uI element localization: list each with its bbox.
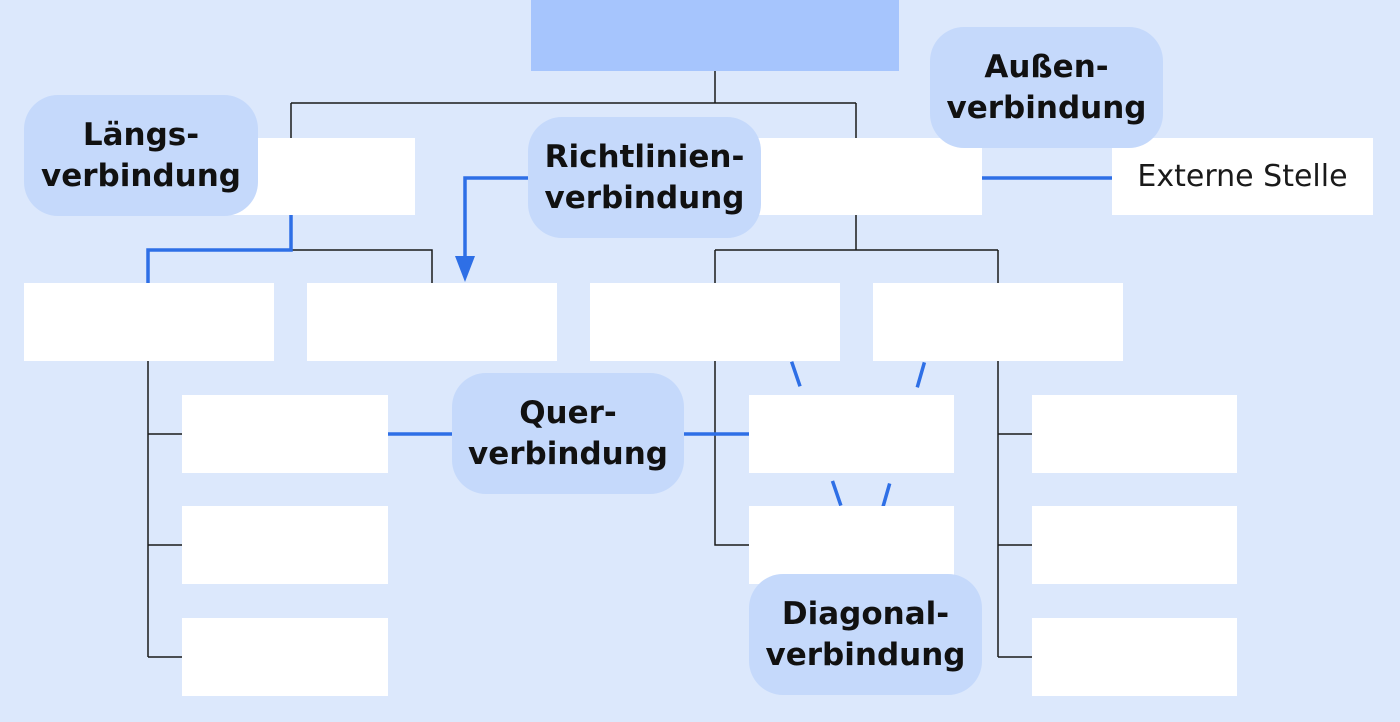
diagonal-label-line1: Diagonal- bbox=[781, 595, 950, 632]
line-branch-right bbox=[997, 361, 1032, 658]
line-branch-middle bbox=[714, 361, 749, 546]
top-management-box bbox=[531, 0, 899, 71]
line-level2-right-to-level3 bbox=[714, 215, 999, 283]
diagonal-label: Diagonal- verbindung bbox=[749, 574, 982, 695]
level4-left-box-2 bbox=[182, 506, 388, 584]
richtlinien-label-line2: verbindung bbox=[544, 179, 745, 216]
line-branch-left bbox=[147, 361, 182, 658]
aussen-label-line2: verbindung bbox=[946, 89, 1147, 126]
level4-right-box-1 bbox=[1032, 395, 1237, 473]
level4-middle-box-1 bbox=[749, 395, 954, 473]
richtlinien-connection-line bbox=[463, 176, 528, 262]
level4-middle-box-2 bbox=[749, 506, 954, 584]
level4-right-box-3 bbox=[1032, 618, 1237, 696]
line-top-to-level2 bbox=[290, 71, 857, 140]
level3-box-2 bbox=[307, 283, 557, 361]
quer-label-line2: verbindung bbox=[468, 435, 668, 472]
line-level2-left-to-level3 bbox=[290, 215, 433, 283]
diagonal-label-line2: verbindung bbox=[765, 636, 966, 673]
aussen-label-line1: Außen- bbox=[984, 48, 1109, 85]
richtlinien-label: Richtlinien- verbindung bbox=[528, 117, 761, 238]
quer-label-line1: Quer- bbox=[519, 394, 617, 431]
level4-left-box-3 bbox=[182, 618, 388, 696]
laengs-label-line1: Längs- bbox=[82, 116, 200, 153]
laengs-connection-line bbox=[146, 215, 293, 283]
level4-left-box-1 bbox=[182, 395, 388, 473]
laengs-label: Längs- verbindung bbox=[24, 95, 258, 216]
aussen-label: Außen- verbindung bbox=[930, 27, 1163, 148]
laengs-label-line2: verbindung bbox=[41, 157, 241, 194]
quer-label: Quer- verbindung bbox=[452, 373, 684, 494]
level3-box-1 bbox=[24, 283, 274, 361]
external-box-label: Externe Stelle bbox=[1137, 159, 1348, 194]
level3-box-3 bbox=[590, 283, 840, 361]
level2-right-box bbox=[733, 138, 982, 215]
external-box: Externe Stelle bbox=[1112, 138, 1373, 215]
hierarchy-lines bbox=[147, 71, 1032, 658]
level4-right-box-2 bbox=[1032, 506, 1237, 584]
richtlinien-arrowhead bbox=[455, 256, 475, 282]
richtlinien-label-line1: Richtlinien- bbox=[544, 138, 745, 175]
level3-box-4 bbox=[873, 283, 1123, 361]
